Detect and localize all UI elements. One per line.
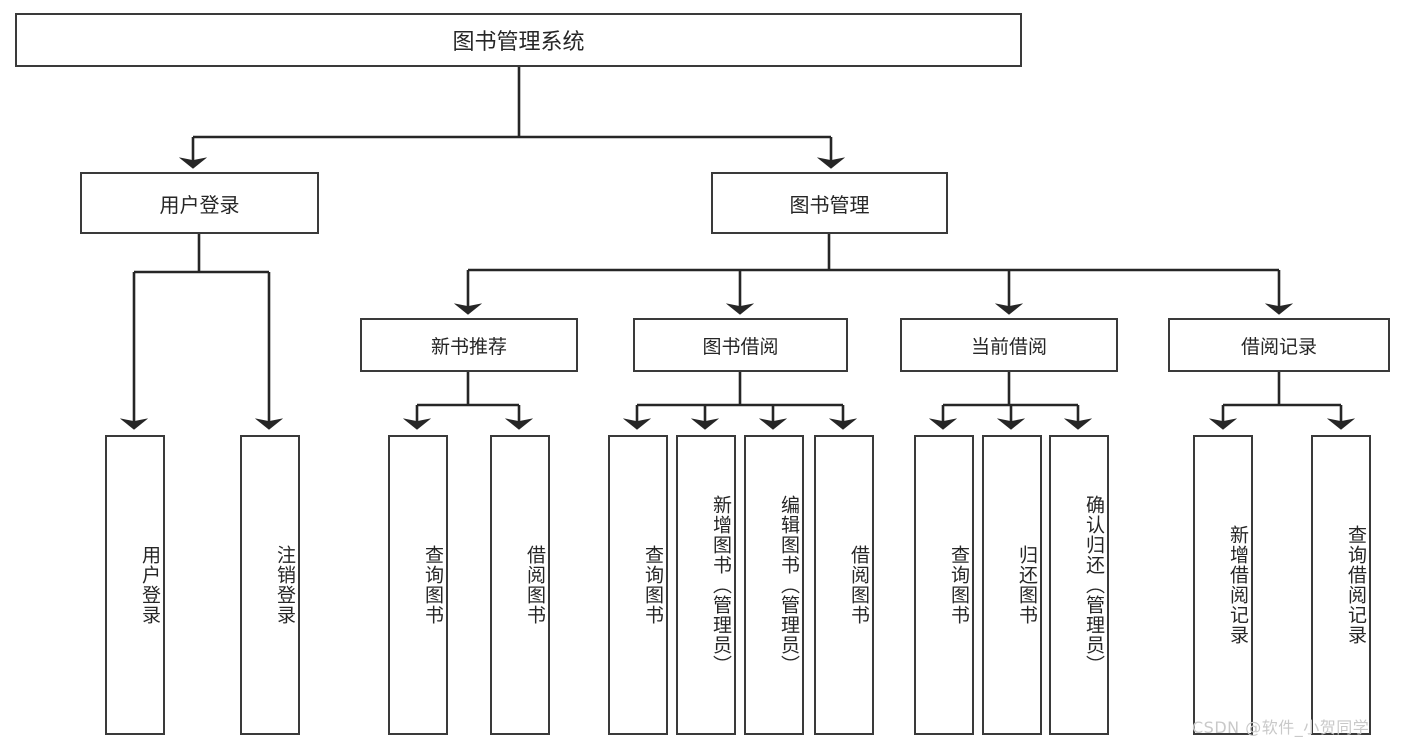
node-book-management[interactable]: 图书管理 [711,172,948,234]
node-leaf-borrow-book-2[interactable]: 借阅图书 [814,435,874,735]
node-book-borrow[interactable]: 图书借阅 [633,318,848,372]
node-leaf-confirm-return[interactable]: 确认归还（管理员） [1049,435,1109,735]
node-user-login[interactable]: 用户登录 [80,172,319,234]
node-leaf-query-book-2[interactable]: 查询图书 [608,435,668,735]
node-leaf-add-book-label: 新增图书（管理员） [710,495,732,675]
node-leaf-return-book-label: 归还图书 [1016,545,1038,625]
node-leaf-query-book-3-label: 查询图书 [948,545,970,625]
node-root[interactable]: 图书管理系统 [15,13,1022,67]
node-leaf-query-book-1[interactable]: 查询图书 [388,435,448,735]
node-leaf-add-borrow-record[interactable]: 新增借阅记录 [1193,435,1253,735]
node-new-book-recommend-label: 新书推荐 [430,335,507,358]
node-leaf-borrow-book-2-label: 借阅图书 [848,545,870,625]
node-leaf-add-borrow-record-label: 新增借阅记录 [1227,525,1249,645]
node-leaf-borrow-book-1[interactable]: 借阅图书 [490,435,550,735]
node-borrow-record-label: 借阅记录 [1240,335,1317,358]
node-leaf-query-borrow-record-label: 查询借阅记录 [1345,525,1367,645]
node-leaf-query-book-3[interactable]: 查询图书 [914,435,974,735]
node-leaf-return-book[interactable]: 归还图书 [982,435,1042,735]
node-leaf-borrow-book-1-label: 借阅图书 [524,545,546,625]
node-leaf-user-login-label: 用户登录 [139,545,161,625]
node-leaf-query-book-1-label: 查询图书 [422,545,444,625]
node-leaf-edit-book[interactable]: 编辑图书（管理员） [744,435,804,735]
node-leaf-confirm-return-label: 确认归还（管理员） [1083,495,1105,675]
node-leaf-edit-book-label: 编辑图书（管理员） [778,495,800,675]
node-leaf-query-borrow-record[interactable]: 查询借阅记录 [1311,435,1371,735]
node-current-borrow[interactable]: 当前借阅 [900,318,1118,372]
node-user-login-label: 用户登录 [159,192,240,217]
node-leaf-logout-login[interactable]: 注销登录 [240,435,300,735]
node-borrow-record[interactable]: 借阅记录 [1168,318,1390,372]
node-leaf-add-book[interactable]: 新增图书（管理员） [676,435,736,735]
node-leaf-query-book-2-label: 查询图书 [642,545,664,625]
node-root-label: 图书管理系统 [452,30,585,55]
node-book-borrow-label: 图书借阅 [702,335,779,358]
node-current-borrow-label: 当前借阅 [970,335,1047,358]
node-leaf-user-login[interactable]: 用户登录 [105,435,165,735]
csdn-watermark: CSDN @软件_小贺同学 [1192,718,1370,737]
node-book-management-label: 图书管理 [789,192,870,217]
node-leaf-logout-login-label: 注销登录 [274,545,296,625]
node-new-book-recommend[interactable]: 新书推荐 [360,318,578,372]
